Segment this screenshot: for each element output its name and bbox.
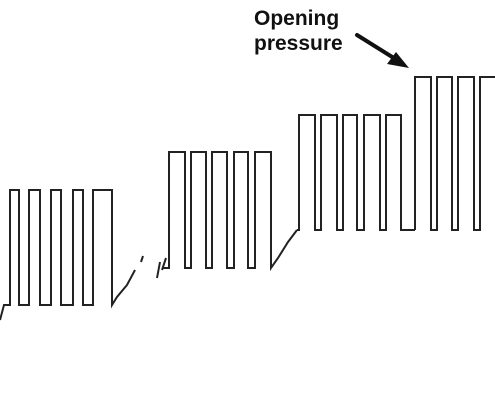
annotation-line-2: pressure xyxy=(254,32,343,55)
annotation-line-1: Opening xyxy=(254,7,340,30)
opening-pressure-label: Opening pressure xyxy=(254,6,374,56)
pressure-trace-stage-3 xyxy=(297,114,415,231)
opening-pressure-arrow xyxy=(355,33,409,68)
pressure-trace-stage-2 xyxy=(163,151,298,272)
pressure-trace-stage-4 xyxy=(414,76,495,231)
trace-break-mark xyxy=(140,255,167,279)
pressure-trace-stage-1 xyxy=(0,189,136,321)
